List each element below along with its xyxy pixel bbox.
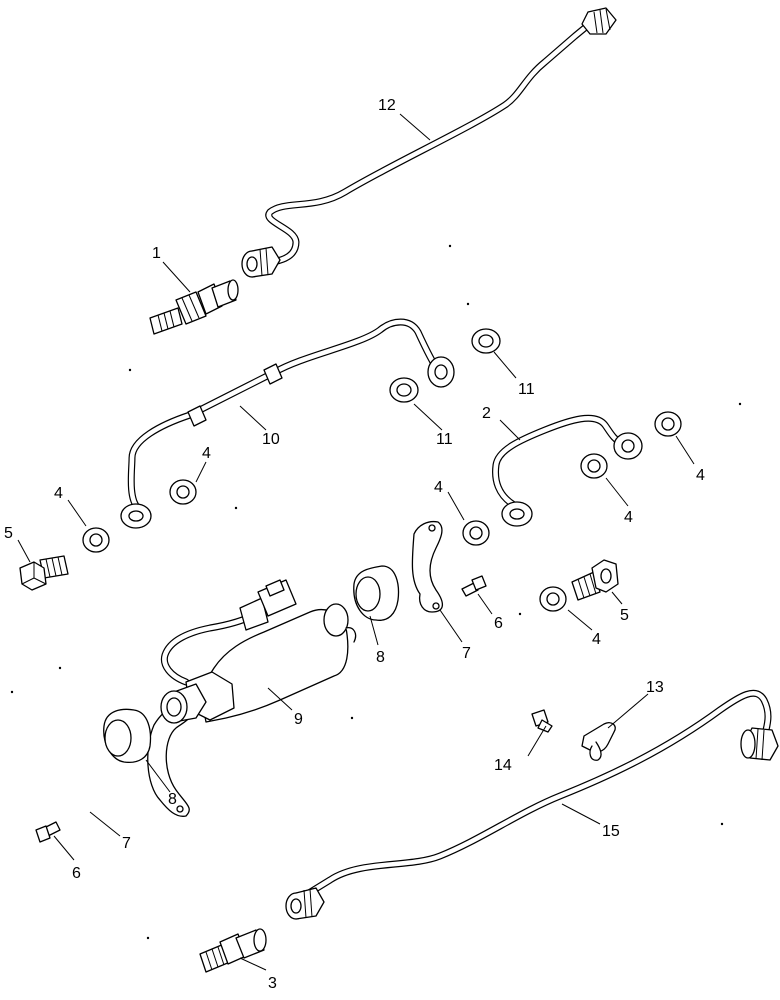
- part-1-fuel-fitting: [149, 279, 239, 335]
- part-2-fuel-line-short: [492, 414, 643, 527]
- callout-10: 10: [262, 431, 280, 448]
- callout-6: 6: [494, 615, 503, 632]
- part-6-screw-lower: [35, 821, 61, 843]
- callout-6: 6: [72, 865, 81, 882]
- part-4-washer-f: [539, 586, 567, 612]
- callout-7: 7: [462, 645, 471, 662]
- part-8-sleeve-upper: [353, 565, 400, 621]
- callout-5: 5: [620, 607, 629, 624]
- quick-connector-lower-left: [285, 887, 325, 920]
- part-11-washer-upper: [471, 328, 501, 354]
- banjo-eye-left: [120, 503, 152, 529]
- callout-11: 11: [518, 381, 535, 398]
- banjo-eye-right: [427, 356, 455, 388]
- part-11-washer-lower: [389, 377, 419, 403]
- part-5-bolt-left: [19, 555, 69, 591]
- part-7-bracket-upper: [411, 520, 443, 613]
- callout-4: 4: [696, 467, 705, 484]
- part-5-bolt-right: [571, 559, 619, 601]
- callout-4: 4: [592, 631, 601, 648]
- part-3-fuel-fitting-lower: [199, 928, 267, 973]
- part-14-screw: [531, 709, 553, 733]
- callout-5: 5: [4, 525, 13, 542]
- callout-4: 4: [202, 445, 211, 462]
- part-15-fuel-line-lower: [285, 689, 779, 920]
- callout-12: 12: [378, 97, 396, 114]
- quick-connector-bottom: [241, 246, 281, 278]
- quick-connector-lower-right: [740, 727, 779, 761]
- callout-14: 14: [494, 757, 512, 774]
- part-12-fuel-line-upper: [241, 7, 617, 278]
- banjo-eye-short-left: [501, 501, 533, 527]
- callout-1: 1: [152, 245, 161, 262]
- part-10-fuel-line-middle: [120, 318, 455, 529]
- callout-2: 2: [482, 405, 491, 422]
- part-4-washer-c: [462, 520, 490, 546]
- callout-4: 4: [54, 485, 63, 502]
- part-9-electric-fuel-pump: [160, 579, 357, 724]
- callout-3: 3: [268, 975, 277, 992]
- callout-13: 13: [646, 679, 664, 696]
- callout-4: 4: [434, 479, 443, 496]
- part-4-washer-b: [82, 527, 110, 553]
- banjo-eye-short-right: [613, 432, 643, 460]
- quick-connector-top: [581, 7, 617, 35]
- part-13-clip: [581, 722, 616, 761]
- callout-numbers: 1 2 3 4 4 4 4 4 4 5 5 6 6 7 7 8 8 9 10 1…: [4, 97, 705, 992]
- scan-specks: [10, 244, 742, 940]
- part-4-washer-d: [580, 453, 608, 479]
- callout-9: 9: [294, 711, 303, 728]
- callout-8: 8: [168, 791, 177, 808]
- part-8-sleeve-lower: [103, 708, 152, 764]
- leader-lines: [17, 113, 695, 971]
- part-4-washer-e: [654, 411, 682, 437]
- callout-15: 15: [602, 823, 620, 840]
- callout-11: 11: [436, 431, 453, 448]
- pump-electrical-connector: [239, 579, 297, 631]
- callout-7: 7: [122, 835, 131, 852]
- callout-4: 4: [624, 509, 633, 526]
- callout-8: 8: [376, 649, 385, 666]
- part-6-screw-upper: [461, 575, 487, 597]
- part-4-washer-a: [169, 479, 197, 505]
